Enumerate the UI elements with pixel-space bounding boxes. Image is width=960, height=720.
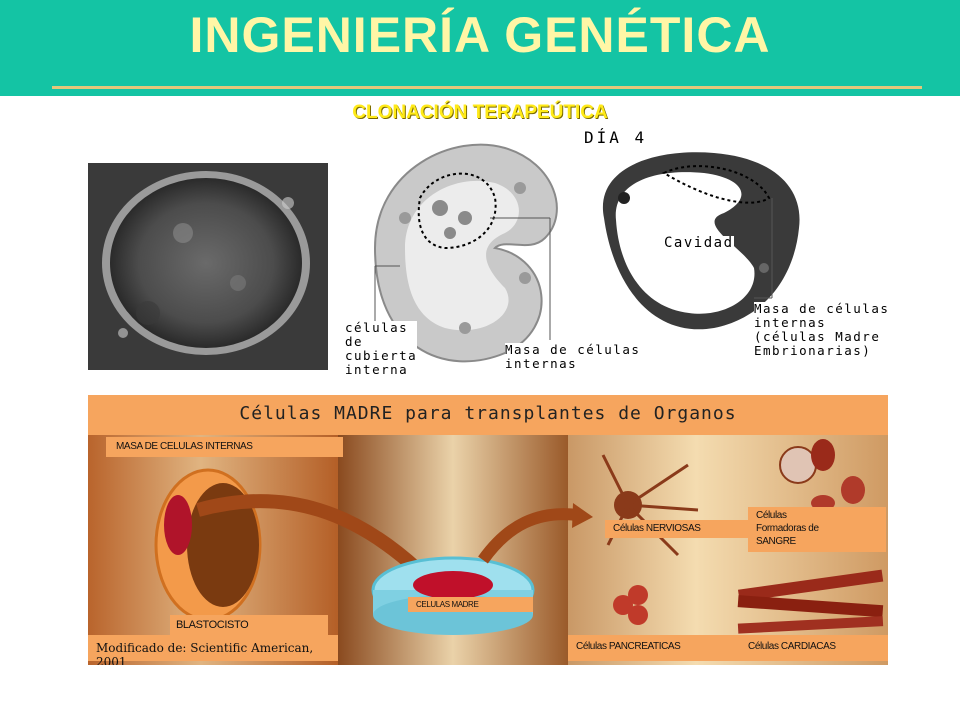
covering-cells-label: células de cubierta interna bbox=[345, 320, 418, 377]
credit-text: Modificado de: Scientific American, 2001 bbox=[96, 641, 314, 665]
panel-title-bar: Células MADRE para transplantes de Organ… bbox=[88, 395, 888, 435]
title-divider bbox=[52, 86, 922, 89]
stem-cell-mass-label: Masa de células internas (células Madre … bbox=[754, 301, 890, 358]
credit-bar: Modificado de: Scientific American, 2001 bbox=[88, 635, 338, 665]
stem-cells-label: CELULAS MADRE bbox=[416, 600, 479, 609]
cell-types-bar: Células PANCREATICAS Células CARDIACAS bbox=[568, 635, 888, 661]
inner-mass-label: Masa de células internas bbox=[505, 342, 641, 371]
cardiac-cells-label: Células CARDIACAS bbox=[748, 641, 836, 652]
blood-cells-tag: Células Formadoras de SANGRE bbox=[748, 507, 886, 552]
inner-cells-tag: MASA DE CELULAS INTERNAS bbox=[106, 437, 343, 457]
blood-cells-label: Células Formadoras de SANGRE bbox=[756, 510, 819, 547]
header-bar bbox=[0, 0, 960, 96]
cavity-label: Cavidad bbox=[664, 235, 734, 251]
blastocyst-tag: BLASTOCISTO bbox=[170, 615, 328, 635]
blastocyst-section-image bbox=[345, 128, 590, 378]
blastocyst-label: BLASTOCISTO bbox=[176, 619, 249, 631]
panel-title: Células MADRE para transplantes de Organ… bbox=[239, 403, 737, 424]
stem-cells-panel: Células MADRE para transplantes de Organ… bbox=[88, 395, 888, 665]
slide-title: INGENIERÍA GENÉTICA bbox=[189, 7, 771, 63]
nerve-cells-label: Células NERVIOSAS bbox=[613, 523, 701, 534]
stem-cells-tag: CELULAS MADRE bbox=[408, 597, 533, 612]
blastocyst-micrograph bbox=[88, 163, 328, 370]
inner-cells-label: MASA DE CELULAS INTERNAS bbox=[116, 441, 253, 452]
nerve-cells-tag: Células NERVIOSAS bbox=[605, 520, 750, 538]
pancreatic-cells-label: Células PANCREATICAS bbox=[576, 641, 681, 652]
day-label: DÍA 4 bbox=[584, 128, 648, 147]
slide-subtitle: CLONACIÓN TERAPEÚTICA bbox=[352, 102, 608, 123]
